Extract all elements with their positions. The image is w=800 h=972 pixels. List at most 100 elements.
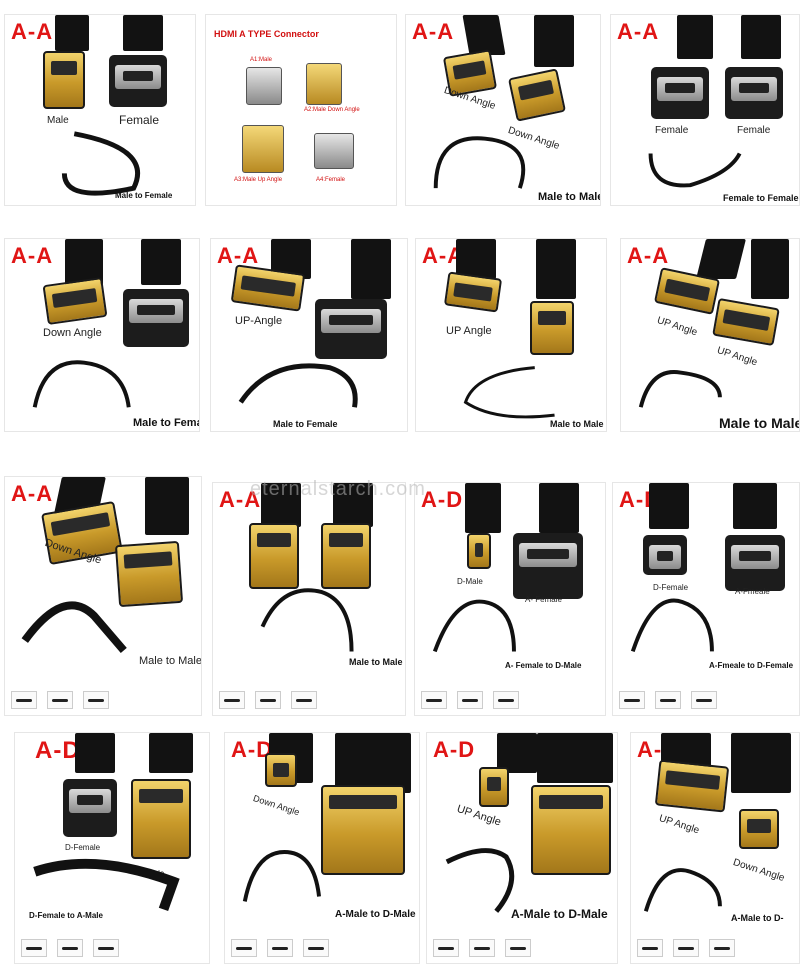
cable — [537, 733, 613, 783]
female-connector — [315, 299, 387, 359]
down-angle-connector — [739, 809, 779, 849]
cable — [677, 15, 713, 59]
cable — [335, 733, 411, 793]
female-connector — [725, 67, 783, 119]
thumbnail-strip — [421, 691, 519, 709]
product-tile-10: A-A Male to Male — [212, 482, 406, 716]
cable — [497, 733, 537, 773]
female-connector — [651, 67, 709, 119]
cable — [536, 239, 576, 299]
product-tile-13: A-D D-Female A-Male D-Female to A-Male — [14, 732, 210, 964]
product-tile-15: A-D UP Angle A-Male to D-Male — [426, 732, 618, 964]
d-female-connector — [63, 779, 117, 837]
d-male-connector — [467, 533, 491, 569]
cable — [534, 15, 574, 67]
label-type: Female to Female — [723, 193, 799, 203]
a-male-connector — [131, 779, 191, 859]
thumbnail[interactable] — [493, 691, 519, 709]
thumbnail[interactable] — [255, 691, 281, 709]
label-female: Female — [737, 125, 771, 136]
cable — [649, 483, 689, 529]
product-tile-8: A-A UP Angle UP Angle Male to Male — [620, 238, 800, 432]
thumbnail[interactable] — [93, 939, 119, 957]
thumbnail[interactable] — [303, 939, 329, 957]
product-tile-7: A-A UP Angle Male to Male — [415, 238, 607, 432]
thumbnail[interactable] — [21, 939, 47, 957]
d-female-connector — [643, 535, 687, 575]
label-d-male: D-Male — [457, 577, 483, 586]
male-connector — [321, 523, 371, 589]
thumbnail[interactable] — [267, 939, 293, 957]
a-female-connector — [513, 533, 583, 599]
badge: A-A — [627, 243, 670, 268]
label-type: Male to Male — [538, 191, 601, 203]
thumbnail[interactable] — [709, 939, 735, 957]
label-d-female: D-Female — [65, 843, 101, 852]
cable — [539, 483, 579, 533]
thumbnail[interactable] — [11, 691, 37, 709]
a2-male-down-angle-connector — [306, 63, 342, 105]
thumbnail[interactable] — [691, 691, 717, 709]
label-d-female: D-Female — [653, 583, 689, 592]
product-tile-14: A-D Down Angle A-Male to D-Male — [224, 732, 420, 964]
label-a4: A4:Female — [316, 177, 346, 183]
thumbnail[interactable] — [57, 939, 83, 957]
label-type: A-Fmeale to D-Female — [709, 661, 794, 670]
cable — [333, 483, 373, 527]
cable-illustration — [648, 152, 742, 188]
male-connector — [43, 51, 85, 109]
label-type: Male to Female — [133, 417, 199, 429]
thumbnail[interactable] — [505, 939, 531, 957]
thumbnail[interactable] — [47, 691, 73, 709]
product-tile-2: HDMI A TYPE Connector A1:Male A2:Male Do… — [205, 14, 397, 206]
thumbnail[interactable] — [619, 691, 645, 709]
down-angle-connector — [265, 753, 297, 787]
thumbnail-strip — [11, 691, 109, 709]
cable — [751, 239, 789, 299]
thumbnail[interactable] — [433, 939, 459, 957]
badge: A-A — [219, 487, 262, 512]
female-connector — [123, 289, 189, 347]
badge: A-D — [433, 737, 476, 762]
thumbnail[interactable] — [637, 939, 663, 957]
cable — [741, 15, 781, 59]
thumbnail[interactable] — [655, 691, 681, 709]
thumbnail[interactable] — [469, 939, 495, 957]
product-tile-12: A-D D-Female A-Fmeale A-Fmeale to D-Fema… — [612, 482, 800, 716]
thumbnail[interactable] — [83, 691, 109, 709]
a-male-connector — [531, 785, 611, 875]
label-up-angle: UP Angle — [446, 325, 492, 337]
cable-illustration — [238, 363, 358, 408]
label-type: D-Female to A-Male — [29, 911, 103, 920]
a4-female-connector — [314, 133, 354, 169]
cable — [456, 239, 496, 279]
cable-illustration — [630, 598, 714, 653]
product-tile-1: A-A Male Female Male to Female — [4, 14, 196, 206]
thumbnail[interactable] — [219, 691, 245, 709]
cable-illustration — [260, 588, 354, 652]
cable-illustration — [445, 848, 515, 913]
thumbnail[interactable] — [231, 939, 257, 957]
badge: A-D — [421, 487, 464, 512]
thumbnail[interactable] — [421, 691, 447, 709]
product-tile-5: A-A Down Angle Male to Female — [4, 238, 200, 432]
badge: A-D — [35, 737, 81, 764]
label-a-female: A-Fmeale — [735, 587, 770, 596]
cable — [75, 733, 115, 773]
a3-male-up-angle-connector — [242, 125, 284, 173]
label-type: A-Male to D-Male — [511, 907, 608, 921]
product-tile-9: A-A Down Angle Male to Male — [4, 476, 202, 716]
cable — [141, 239, 181, 285]
product-tile-6: A-A UP-Angle Male to Female — [210, 238, 408, 432]
cable-illustration — [432, 599, 516, 653]
badge: A-A — [412, 19, 455, 44]
thumbnail[interactable] — [457, 691, 483, 709]
label-female: Female — [119, 113, 160, 127]
a1-male-connector — [246, 67, 282, 105]
thumbnail[interactable] — [291, 691, 317, 709]
label-type: A- Female to D-Male — [505, 661, 582, 670]
label-type: Male to Female — [115, 191, 173, 200]
a-male-connector — [321, 785, 405, 875]
thumbnail[interactable] — [673, 939, 699, 957]
cable-illustration — [21, 601, 127, 654]
